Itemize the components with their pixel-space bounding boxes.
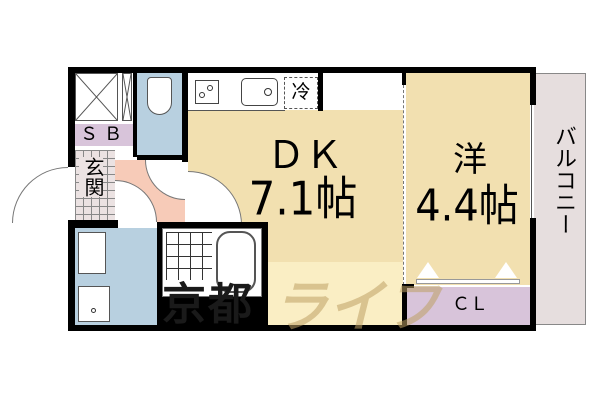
- dk-name: ＤＫ: [266, 133, 343, 177]
- entrance-label: 玄関: [79, 157, 105, 197]
- wall-dk-western: [402, 73, 406, 85]
- wall-toilet-right: [182, 67, 188, 162]
- narrow-storage: [122, 73, 132, 121]
- wall-bath-right: [262, 222, 268, 331]
- closet-door-marker: [417, 262, 439, 278]
- washbasin-icon: [78, 232, 106, 274]
- washing-machine-icon: [78, 286, 110, 322]
- wall-closet-left: [402, 285, 407, 331]
- dk-lower-floor: [268, 262, 403, 325]
- wall-closet-top: [402, 284, 414, 288]
- watermark-left: 京都: [162, 279, 254, 330]
- wall-bottom: [68, 325, 536, 331]
- wall-right-lower: [530, 218, 536, 331]
- closet-label: ＣＬ: [452, 294, 488, 315]
- balcony-label: バルコニー: [551, 125, 576, 235]
- wall-left-lower: [68, 220, 75, 331]
- sliding-door: [403, 85, 405, 285]
- dk-size: 7.1帖: [248, 171, 358, 226]
- wall-storage-divider: [133, 67, 137, 157]
- wall-bath-bottom: [157, 297, 267, 331]
- western-size: 4.4帖: [415, 180, 519, 232]
- watermark-right: ライフ: [272, 275, 440, 340]
- closet-door-marker: [495, 262, 517, 278]
- refrigerator-space: [284, 77, 318, 109]
- wall-right-upper: [530, 67, 536, 105]
- wall-toilet-bottom: [137, 155, 188, 160]
- closet-rail: [416, 279, 520, 284]
- refrigerator-label: 冷: [291, 81, 311, 103]
- wall-kitchen-divider: [318, 73, 323, 111]
- wall-top: [68, 67, 536, 73]
- wall-left-upper: [68, 67, 75, 167]
- closet: [406, 287, 530, 325]
- wall-wash-divider: [157, 228, 162, 331]
- western-name: 洋: [453, 140, 487, 180]
- storage-box: [75, 73, 118, 121]
- sink-icon: [241, 78, 278, 106]
- window: [531, 105, 534, 218]
- bathroom-floor-tiles: [166, 232, 212, 280]
- shoe-box-label: ＳＢ: [80, 124, 128, 145]
- bathtub-icon: [216, 231, 256, 293]
- wall-entrance-bottom: [68, 220, 118, 228]
- entry-door-swing: [12, 167, 68, 223]
- wall-wash-bath: [157, 222, 267, 228]
- shoe-box: [75, 124, 133, 146]
- toilet-icon: [147, 77, 172, 115]
- stove-icon: [195, 80, 219, 104]
- western-room: [406, 73, 530, 285]
